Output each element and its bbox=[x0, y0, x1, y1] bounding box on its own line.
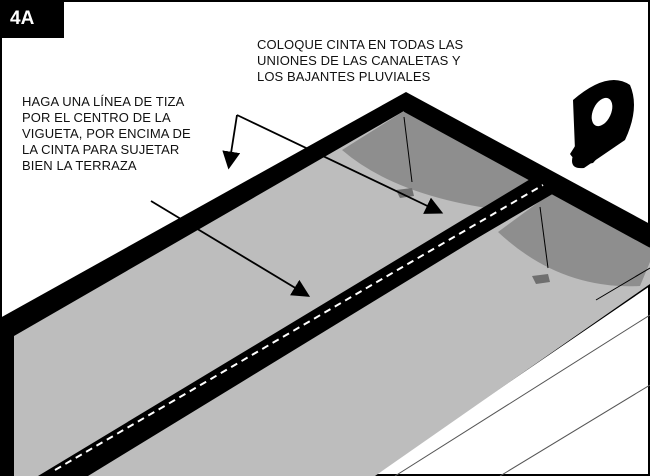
chalk-instruction-line: LA CINTA PARA SUJETAR bbox=[22, 142, 180, 157]
gutter-channel-left bbox=[14, 111, 532, 476]
downspout-line bbox=[539, 206, 549, 269]
inner-edge bbox=[550, 192, 650, 248]
tape-instruction-line: UNIONES DE LAS CANALETAS Y bbox=[257, 53, 461, 68]
tape-patch bbox=[396, 188, 414, 198]
step-badge: 4A bbox=[0, 0, 64, 38]
inner-edge bbox=[595, 267, 650, 301]
chalk-instruction-line: BIEN LA TERRAZA bbox=[22, 158, 137, 173]
pointer-arrow bbox=[236, 114, 444, 214]
center-joist bbox=[38, 178, 556, 476]
chalk-instruction-line: POR EL CENTRO DE LA bbox=[22, 110, 171, 125]
tape-instruction-line: COLOQUE CINTA EN TODAS LAS bbox=[257, 37, 464, 52]
sketch-line bbox=[394, 314, 650, 476]
sketch-line bbox=[499, 384, 650, 476]
chalk-line bbox=[54, 184, 544, 471]
downspout-shadow-right bbox=[498, 193, 650, 287]
chalk-instruction-line: HAGA UNA LÍNEA DE TIZA bbox=[22, 94, 185, 109]
chalk-instruction: HAGA UNA LÍNEA DE TIZA POR EL CENTRO DE … bbox=[22, 94, 191, 174]
inner-edge bbox=[403, 110, 533, 182]
pointer-arrow bbox=[222, 114, 241, 170]
tape-instruction: COLOQUE CINTA EN TODAS LAS UNIONES DE LA… bbox=[257, 37, 463, 85]
gutter-channel-right bbox=[88, 193, 650, 476]
chalk-instruction-line: VIGUETA, POR ENCIMA DE bbox=[22, 126, 191, 141]
tape-roll-icon bbox=[570, 80, 634, 169]
downspout-shadow-left bbox=[342, 111, 533, 212]
tape-instruction-line: LOS BAJANTES PLUVIALES bbox=[257, 69, 431, 84]
downspout-line bbox=[403, 116, 413, 183]
pointer-arrow bbox=[150, 200, 311, 297]
tape-patch bbox=[532, 274, 550, 284]
